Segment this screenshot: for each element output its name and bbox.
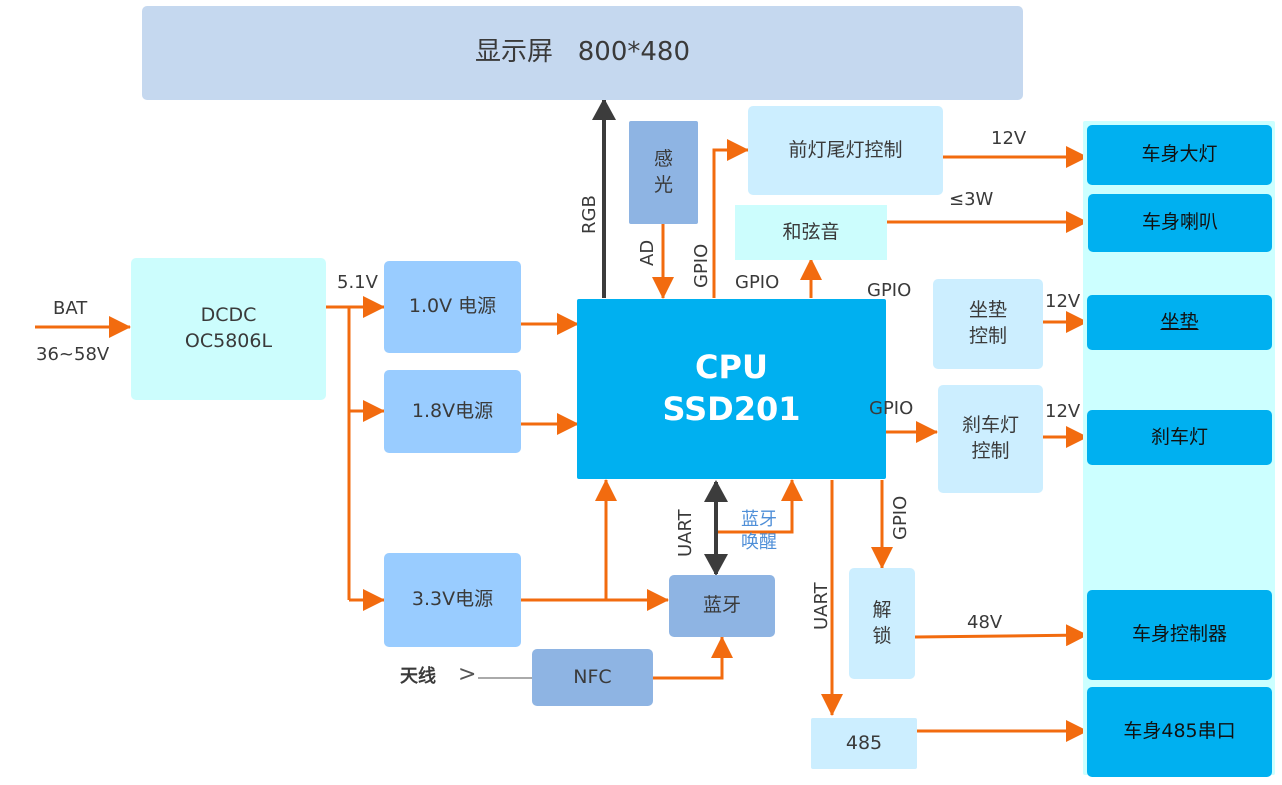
brake-control-box: 刹车灯 控制: [938, 385, 1043, 493]
nfc-label: NFC: [573, 665, 612, 688]
gpio-brake-label: GPIO: [869, 398, 914, 419]
psu-1v0-label: 1.0V 电源: [408, 295, 497, 318]
arrow-unlock-out: [914, 624, 1088, 647]
output-body-controller-label: 车身控制器: [1131, 623, 1227, 646]
output-horn-label: 车身喇叭: [1141, 211, 1218, 234]
seat-output-label: 12V: [1045, 291, 1081, 312]
light-sensor-label: 感 光: [653, 147, 673, 196]
output-horn: 车身喇叭: [1088, 194, 1272, 252]
unlock-box: 解 锁: [849, 568, 915, 679]
cpu-label: CPU SSD201: [662, 348, 801, 428]
dcdc-output-label: 5.1V: [337, 272, 378, 293]
gpio-horn-label: GPIO: [735, 272, 780, 293]
horn-chord-box: 和弦音: [735, 205, 887, 260]
bluetooth-box: 蓝牙: [669, 575, 775, 637]
bluetooth-label: 蓝牙: [702, 594, 741, 617]
output-seat: 坐垫: [1087, 295, 1272, 350]
dcdc-box: DCDC OC5806L: [131, 258, 326, 400]
output-seat-label: 坐垫: [1160, 310, 1199, 333]
seat-control-label: 坐垫 控制: [968, 299, 1007, 347]
arrow-bt-wake: [718, 479, 803, 534]
light-sensor-box: 感 光: [629, 121, 698, 224]
psu-1v8-box: 1.8V电源: [384, 370, 521, 453]
nfc-box: NFC: [532, 649, 653, 706]
headlight-output-label: 12V: [991, 128, 1027, 149]
output-485-port-label: 车身485串口: [1123, 720, 1236, 743]
output-brake-light-label: 刹车灯: [1150, 425, 1208, 448]
dcdc-label: DCDC OC5806L: [184, 304, 273, 352]
psu-1v8-label: 1.8V电源: [411, 399, 494, 422]
bt-wake-label: 蓝牙 唤醒: [741, 509, 777, 553]
output-body-controller: 车身控制器: [1087, 590, 1272, 680]
seat-control-box: 坐垫 控制: [933, 279, 1043, 369]
uart-485-label: UART: [811, 582, 832, 630]
output-485-port: 车身485串口: [1087, 687, 1272, 777]
antenna-icon: >: [458, 662, 477, 687]
arrow-gpio-headlight: [712, 139, 749, 298]
output-headlight: 车身大灯: [1087, 125, 1272, 185]
gpio-headlight-label: GPIO: [691, 243, 712, 288]
arrow-nfc-bt: [652, 636, 733, 680]
cpu-box: CPU SSD201: [577, 299, 886, 479]
display-label: 显示屏 800*480: [474, 37, 691, 68]
ad-label: AD: [637, 239, 658, 266]
display-box: 显示屏 800*480: [142, 6, 1023, 100]
psu-3v3-box: 3.3V电源: [384, 553, 521, 647]
output-headlight-label: 车身大灯: [1141, 143, 1218, 166]
horn-output-label: ≤3W: [949, 189, 994, 210]
gpio-unlock-label: GPIO: [890, 495, 911, 540]
rgb-label: RGB: [579, 195, 600, 234]
rs485-label: 485: [845, 731, 883, 754]
bat-range-label: 36~58V: [36, 344, 110, 365]
output-brake-light: 刹车灯: [1087, 410, 1272, 465]
psu-1v0-box: 1.0V 电源: [384, 261, 521, 353]
gpio-seat-label: GPIO: [867, 280, 912, 301]
unlock-output-label: 48V: [967, 612, 1003, 633]
brake-output-label: 12V: [1045, 401, 1081, 422]
horn-chord-label: 和弦音: [782, 220, 840, 243]
headlight-control-label: 前灯尾灯控制: [788, 138, 903, 161]
psu-3v3-label: 3.3V电源: [411, 588, 494, 611]
rs485-box: 485: [811, 718, 917, 769]
bat-label: BAT: [53, 298, 88, 319]
uart-bt-label: UART: [675, 509, 696, 557]
antenna-label: 天线: [400, 666, 436, 687]
headlight-control-box: 前灯尾灯控制: [748, 106, 943, 195]
brake-control-label: 刹车灯 控制: [961, 414, 1019, 462]
unlock-label: 解 锁: [872, 598, 892, 647]
